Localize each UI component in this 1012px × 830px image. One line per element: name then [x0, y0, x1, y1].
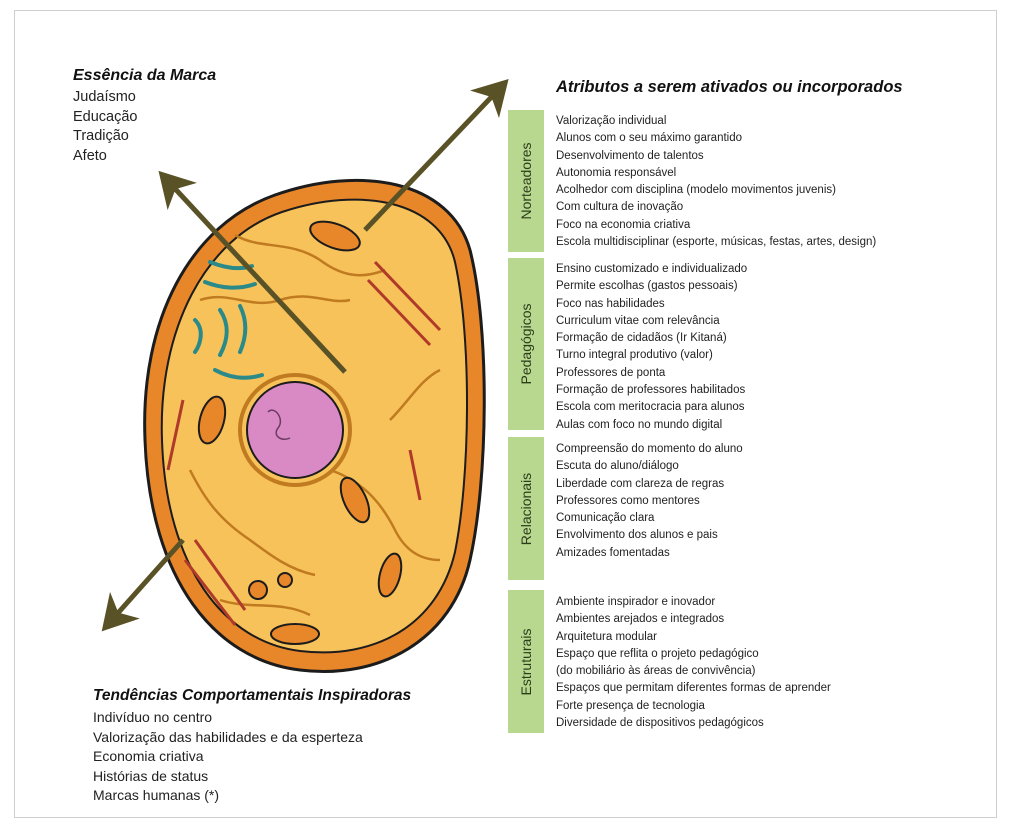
category-relacionais-list: Compreensão do momento do aluno Escuta d…: [556, 441, 743, 562]
list-item: Formação de cidadãos (Ir Kitaná): [556, 330, 747, 347]
trend-item: Economia criativa: [93, 747, 363, 767]
arrow-to-trends: [110, 540, 183, 622]
list-item: Ensino customizado e individualizado: [556, 261, 747, 278]
list-item: Professores como mentores: [556, 493, 743, 510]
list-item: Com cultura de inovação: [556, 199, 876, 216]
category-norteadores-list: Valorização individual Alunos com o seu …: [556, 113, 876, 251]
trend-item: Marcas humanas (*): [93, 786, 363, 806]
trend-item: Valorização das habilidades e da esperte…: [93, 728, 363, 748]
list-item: Amizades fomentadas: [556, 545, 743, 562]
list-item: (do mobiliário às áreas de convivência): [556, 663, 831, 680]
list-item: Escola multidisciplinar (esporte, música…: [556, 234, 876, 251]
list-item: Diversidade de dispositivos pedagógicos: [556, 715, 831, 732]
category-label: Estruturais: [518, 628, 534, 695]
trends-title: Tendências Comportamentais Inspiradoras: [93, 687, 411, 705]
category-relacionais-label: Relacionais: [508, 437, 544, 580]
list-item: Foco nas habilidades: [556, 296, 747, 313]
list-item: Forte presença de tecnologia: [556, 698, 831, 715]
category-estruturais-label: Estruturais: [508, 590, 544, 733]
list-item: Liberdade com clareza de regras: [556, 476, 743, 493]
category-label: Norteadores: [518, 142, 534, 219]
list-item: Aulas com foco no mundo digital: [556, 417, 747, 434]
list-item: Foco na economia criativa: [556, 217, 876, 234]
nucleus: [240, 375, 350, 485]
list-item: Professores de ponta: [556, 365, 747, 382]
trend-item: Indivíduo no centro: [93, 708, 363, 728]
category-label: Pedagógicos: [518, 304, 534, 385]
trend-item: Histórias de status: [93, 767, 363, 787]
list-item: Escola com meritocracia para alunos: [556, 399, 747, 416]
list-item: Envolvimento dos alunos e pais: [556, 527, 743, 544]
list-item: Espaço que reflita o projeto pedagógico: [556, 646, 831, 663]
category-pedagogicos-list: Ensino customizado e individualizado Per…: [556, 261, 747, 434]
attributes-title: Atributos a serem ativados ou incorporad…: [556, 78, 903, 97]
category-norteadores-label: Norteadores: [508, 110, 544, 252]
list-item: Arquitetura modular: [556, 629, 831, 646]
category-pedagogicos-label: Pedagógicos: [508, 258, 544, 430]
list-item: Valorização individual: [556, 113, 876, 130]
list-item: Curriculum vitae com relevância: [556, 313, 747, 330]
list-item: Espaços que permitam diferentes formas d…: [556, 680, 831, 697]
list-item: Ambientes arejados e integrados: [556, 611, 831, 628]
list-item: Desenvolvimento de talentos: [556, 148, 876, 165]
trends-list: Indivíduo no centro Valorização das habi…: [93, 708, 363, 806]
list-item: Comunicação clara: [556, 510, 743, 527]
category-estruturais-list: Ambiente inspirador e inovador Ambientes…: [556, 594, 831, 732]
list-item: Escuta do aluno/diálogo: [556, 458, 743, 475]
list-item: Alunos com o seu máximo garantido: [556, 130, 876, 147]
list-item: Acolhedor com disciplina (modelo movimen…: [556, 182, 876, 199]
list-item: Formação de professores habilitados: [556, 382, 747, 399]
list-item: Permite escolhas (gastos pessoais): [556, 278, 747, 295]
list-item: Compreensão do momento do aluno: [556, 441, 743, 458]
category-label: Relacionais: [518, 472, 534, 544]
list-item: Autonomia responsável: [556, 165, 876, 182]
list-item: Ambiente inspirador e inovador: [556, 594, 831, 611]
list-item: Turno integral produtivo (valor): [556, 347, 747, 364]
